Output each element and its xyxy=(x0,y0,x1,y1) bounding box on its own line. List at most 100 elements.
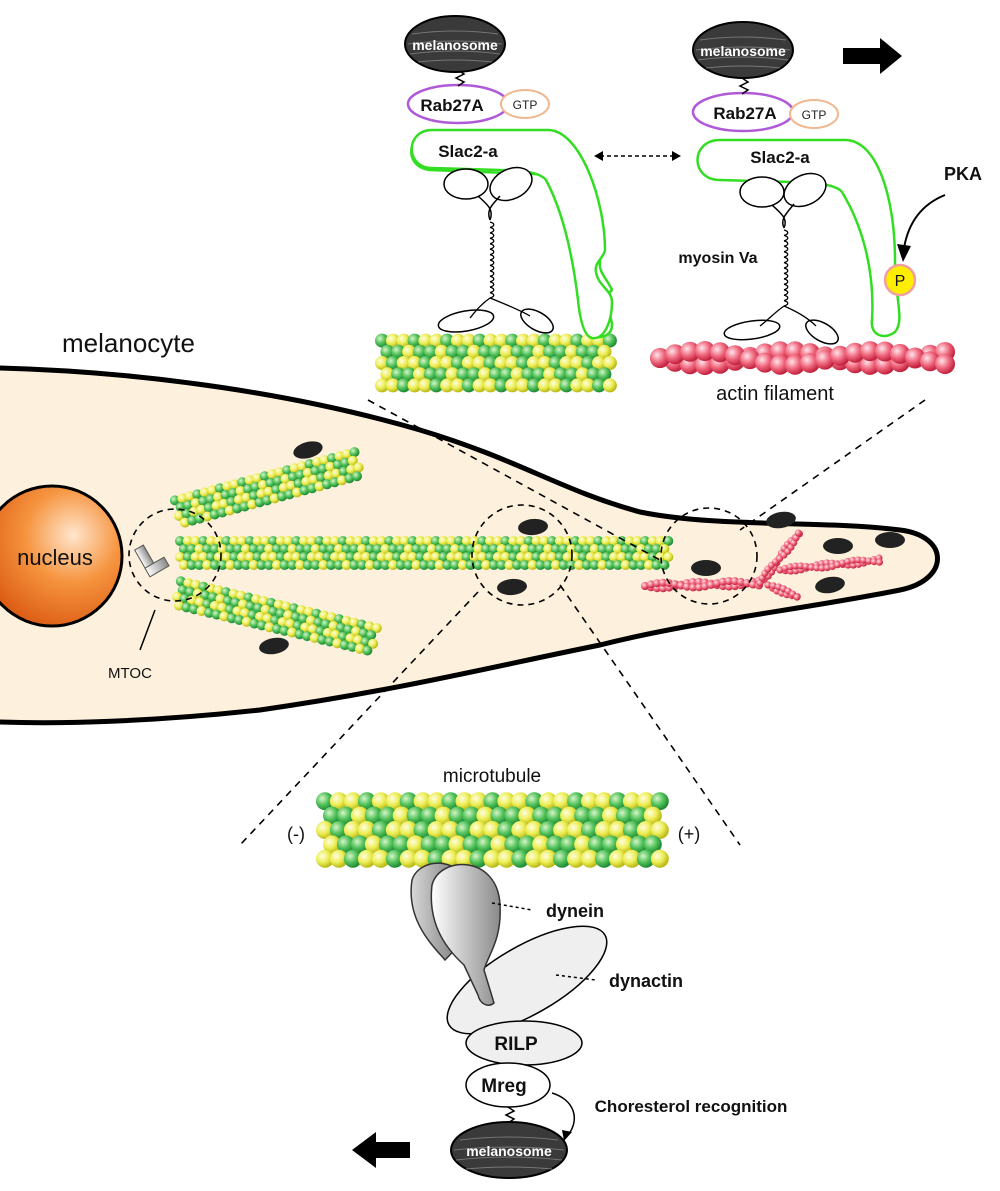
tubulin-subunit xyxy=(260,604,271,615)
tubulin-subunit xyxy=(663,552,674,562)
tubulin-subunit xyxy=(310,544,321,554)
tubulin-subunit xyxy=(282,465,293,476)
cholesterol-arrowhead xyxy=(562,1130,572,1141)
tubulin-subunit xyxy=(601,552,612,562)
tubulin-subunit xyxy=(643,560,654,570)
tubulin-subunit xyxy=(343,821,362,839)
actin-subunit xyxy=(854,556,862,564)
tubulin-subunit xyxy=(640,536,650,546)
tubulin-subunit xyxy=(441,792,460,811)
tubulin-subunit xyxy=(183,500,194,511)
tubulin-subunit xyxy=(347,455,358,466)
tubulin-subunit xyxy=(333,560,344,570)
tubulin-subunit xyxy=(277,491,288,502)
tubulin-subunit xyxy=(461,536,472,546)
tubulin-subunit xyxy=(238,599,248,610)
tubulin-subunit xyxy=(337,536,348,546)
tubulin-subunit xyxy=(310,560,321,570)
tubulin-subunit xyxy=(505,356,520,370)
tubulin-subunit xyxy=(256,620,267,631)
tubulin-subunit xyxy=(329,792,348,811)
tubulin-subunit xyxy=(601,536,612,546)
plus-end-label: (+) xyxy=(678,824,701,844)
actin-subunit xyxy=(791,562,799,570)
tubulin-subunit xyxy=(455,792,474,811)
tubulin-subunit xyxy=(418,356,433,370)
tubulin-subunit xyxy=(547,536,557,546)
tubulin-subunit xyxy=(215,594,226,604)
tubulin-subunit xyxy=(543,560,554,570)
tubulin-subunit xyxy=(181,602,192,613)
tubulin-subunit xyxy=(338,466,349,477)
tubulin-subunit xyxy=(184,491,195,502)
cell-actin-network xyxy=(641,529,883,601)
tubulin-subunit xyxy=(396,378,411,393)
tubulin-subunit xyxy=(446,552,457,562)
dynactin-pointer xyxy=(555,974,597,981)
tubulin-subunit xyxy=(317,634,328,645)
melanosome-label-top-right: melanosome xyxy=(700,43,786,59)
tubulin-subunit xyxy=(504,560,515,570)
tubulin-subunit xyxy=(407,536,418,546)
myosin-right xyxy=(723,172,839,345)
tubulin-subunit xyxy=(275,608,286,619)
tubulin-subunit xyxy=(329,477,340,488)
tubulin-subunit xyxy=(516,378,530,393)
tubulin-subunit xyxy=(456,367,471,382)
tubulin-subunit xyxy=(399,536,410,546)
tubulin-subunit xyxy=(313,617,324,628)
tubulin-subunit xyxy=(233,494,244,505)
actin-subunit xyxy=(707,580,715,589)
actin-subunit xyxy=(725,582,733,591)
tubulin-subunit xyxy=(413,821,432,839)
tubulin-subunit xyxy=(406,835,425,854)
tubulin-subunit xyxy=(593,552,604,562)
tubulin-subunit xyxy=(287,627,298,638)
tubulin-subunit xyxy=(593,536,604,546)
tubulin-subunit xyxy=(244,536,255,546)
tubulin-subunit xyxy=(402,344,417,359)
tubulin-subunit xyxy=(413,849,432,868)
tubulin-subunit xyxy=(330,552,340,562)
tubulin-subunit xyxy=(333,544,344,554)
tubulin-subunit xyxy=(249,618,260,629)
melanosome-dot xyxy=(823,538,853,554)
tubulin-subunit xyxy=(295,560,306,570)
tubulin-subunit xyxy=(329,821,348,839)
tubulin-subunit xyxy=(440,333,455,348)
tubulin-subunit xyxy=(496,544,507,554)
tubulin-subunit xyxy=(597,344,612,359)
tubulin-subunit xyxy=(546,806,565,825)
tubulin-subunit xyxy=(595,821,613,839)
tubulin-subunit xyxy=(438,552,449,562)
tubulin-subunit xyxy=(207,485,218,496)
tubulin-subunit xyxy=(413,792,432,811)
tubulin-subunit xyxy=(450,560,461,570)
tubulin-subunit xyxy=(581,792,599,811)
tubulin-subunit xyxy=(371,623,382,634)
tubulin-subunit xyxy=(508,552,519,562)
actin-subunit xyxy=(865,557,873,565)
tubulin-subunit xyxy=(274,467,285,478)
tubulin-subunit xyxy=(602,378,617,393)
tubulin-subunit xyxy=(214,483,225,494)
tubulin-subunit xyxy=(411,544,422,554)
tubulin-subunit xyxy=(478,344,493,359)
tubulin-subunit xyxy=(385,378,400,393)
tubulin-subunit xyxy=(219,611,230,622)
tubulin-subunit xyxy=(271,560,282,570)
tubulin-subunit xyxy=(328,621,339,631)
tubulin-subunit xyxy=(357,560,368,570)
tubulin-subunit xyxy=(202,511,213,522)
tubulin-subunit xyxy=(434,835,453,854)
tubulin-subunit xyxy=(399,821,418,839)
actin-subunit xyxy=(860,354,880,375)
tubulin-subunit xyxy=(361,536,371,546)
tubulin-subunit xyxy=(488,367,503,382)
tubulin-subunit xyxy=(320,619,331,630)
tubulin-subunit xyxy=(288,603,299,614)
tubulin-subunit xyxy=(570,536,581,546)
tubulin-subunit xyxy=(268,536,278,546)
tubulin-subunit xyxy=(343,792,362,811)
tubulin-subunit xyxy=(488,560,499,570)
